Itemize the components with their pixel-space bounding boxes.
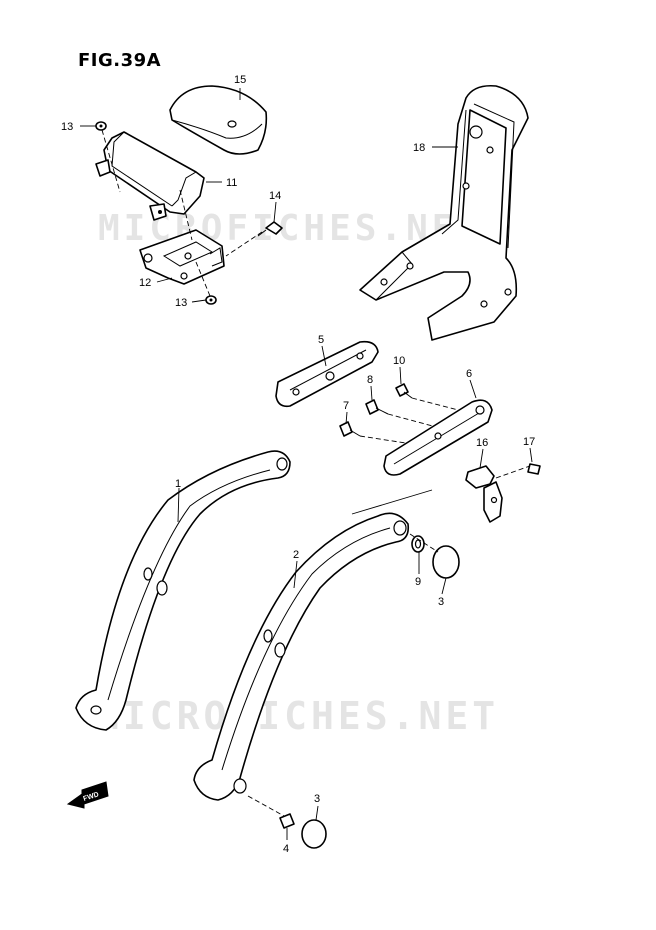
part-1-rail <box>75 450 291 731</box>
callout-12: 12 <box>139 277 151 289</box>
part-12-bracket <box>139 229 225 285</box>
screw-13-bottom <box>205 295 217 305</box>
part-3-cap-lower <box>301 819 327 849</box>
callout-6: 6 <box>466 368 472 380</box>
screw-17 <box>527 463 541 475</box>
callouts: 13 15 11 14 12 13 18 5 10 8 6 7 16 17 1 … <box>61 74 535 855</box>
callout-14: 14 <box>269 190 281 202</box>
part-9-washer <box>411 535 425 553</box>
fwd-label: FWD <box>82 791 99 803</box>
callout-10: 10 <box>393 355 405 367</box>
part-16-latch <box>465 465 503 523</box>
part-5-plate <box>275 340 379 408</box>
callout-8: 8 <box>367 374 373 386</box>
callout-5: 5 <box>318 334 324 346</box>
callout-15: 15 <box>234 74 246 86</box>
screw-14 <box>257 221 283 237</box>
callout-4: 4 <box>283 843 289 855</box>
callout-18: 18 <box>413 142 425 154</box>
watermark-bottom: MICROFICHES.NET <box>96 694 500 738</box>
part-3-cap-upper <box>432 545 460 579</box>
screw-13-top <box>95 121 107 131</box>
part-15-pad-cover <box>169 85 268 155</box>
bolt-8 <box>365 399 389 415</box>
part-4-screw <box>279 813 295 829</box>
callout-7: 7 <box>343 400 349 412</box>
part-11-pad <box>95 131 205 221</box>
part-18-backrest <box>359 84 529 341</box>
callout-11: 11 <box>226 177 237 189</box>
callout-16: 16 <box>476 437 488 449</box>
callout-9: 9 <box>415 576 421 588</box>
callout-2: 2 <box>293 549 299 561</box>
callout-3-upper: 3 <box>438 596 444 608</box>
bolt-10 <box>395 383 413 399</box>
figure-title: FIG.39A <box>78 50 162 71</box>
bolt-7 <box>339 421 361 437</box>
leader-lines <box>80 88 533 840</box>
callout-13-top: 13 <box>61 121 73 133</box>
callout-3-lower: 3 <box>314 793 320 805</box>
part-2-rail <box>193 512 410 801</box>
callout-17: 17 <box>523 436 535 448</box>
fwd-arrow-icon: FWD <box>66 781 109 809</box>
callout-13-bottom: 13 <box>175 297 187 309</box>
part-6-arm <box>383 399 493 476</box>
callout-1: 1 <box>175 478 181 490</box>
